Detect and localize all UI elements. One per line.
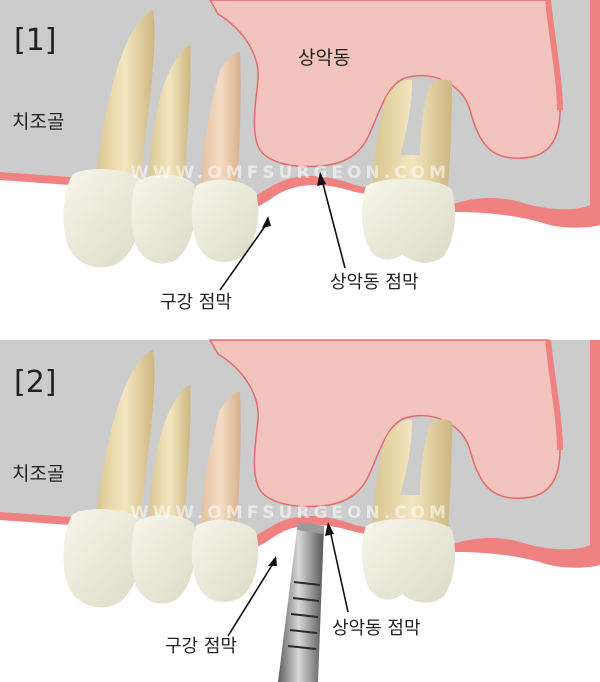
panel-1-number: [1] [14,23,57,58]
panel-1-anatomy [0,0,600,267]
panel-2-oral-mucosa-arrow [227,561,275,637]
panel-2-sinus-mucosa-label: 상악동 점막 [332,618,421,639]
panel-2-sinus-mucosa-arrowhead [325,522,334,536]
panel-2-oral-mucosa-arrowhead [268,556,277,566]
panel-1-bone-label: 치조골 [12,111,64,133]
panel-2-watermark: WWW.OMFSURGEON.COM [130,503,450,523]
panel-1-oral-mucosa-arrow [219,221,269,291]
panel-2-sinus-mucosa-arrow [329,529,349,613]
osteotome-instrument [278,522,324,682]
panel-2-bone-label: 치조골 [12,463,64,485]
panel-1-oral-mucosa-arrowhead [262,216,271,228]
panel-2-oral-mucosa-label: 구강 점막 [165,636,237,657]
panel-1-sinus-mucosa-arrowhead [317,172,326,186]
panel-1-oral-mucosa-label: 구강 점막 [160,292,232,313]
panel-2: WWW.OMFSURGEON.COM [2] 치조골 구강 점막 상악동 점막 [0,340,600,682]
panel-1-sinus-mucosa-arrow [321,179,346,269]
panel-2-number: [2] [14,365,57,400]
panel-1-sinus-mucosa-label: 상악동 점막 [330,272,419,293]
panel-1-watermark: WWW.OMFSURGEON.COM [130,163,450,183]
panel-1: WWW.OMFSURGEON.COM [1] 치조골 상악동 구강 점막 상악동… [0,0,600,313]
panel-1-sinus-label: 상악동 [298,47,350,69]
